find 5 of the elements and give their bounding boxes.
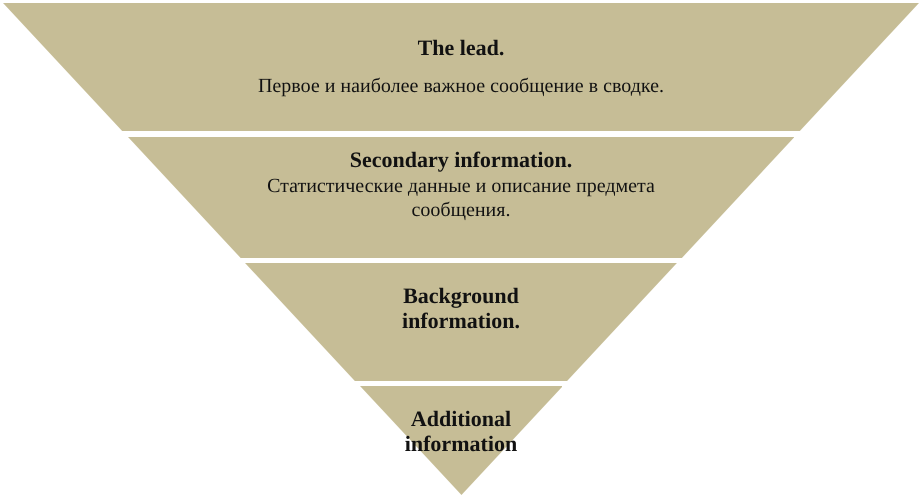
- tier-heading: Background information.: [401, 283, 521, 333]
- tier-heading: The lead.: [416, 35, 506, 60]
- tier-description: Статистические данные и описание предмета сообщения.: [266, 174, 656, 222]
- tier-heading: Secondary information.: [348, 147, 574, 172]
- tier-description: Первое и наиболее важное сообщение в сводке.: [256, 74, 665, 98]
